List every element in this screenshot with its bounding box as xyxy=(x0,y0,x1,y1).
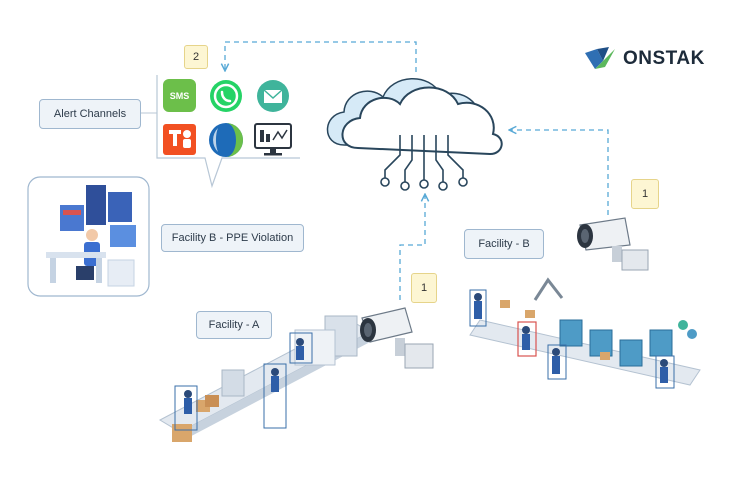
sms-icon: SMS xyxy=(163,79,196,112)
facility-a-label: Facility - A xyxy=(196,311,272,339)
alert-channels-label: Alert Channels xyxy=(39,99,141,129)
facility-a-to-cloud-line xyxy=(399,195,425,300)
cctv-camera-b xyxy=(577,217,649,271)
step-badge-alert: 2 xyxy=(184,45,208,69)
whatsapp-icon xyxy=(209,79,243,113)
violation-box xyxy=(517,321,537,357)
alert-channels-bubble xyxy=(156,75,300,189)
onstak-logo-text: ONSTAK xyxy=(623,48,705,69)
detection-box xyxy=(289,332,313,364)
teams-icon xyxy=(163,122,196,157)
onstak-logo-icon xyxy=(585,47,615,69)
step-badge-facility-a: 1 xyxy=(411,273,437,303)
webex-icon xyxy=(208,122,244,158)
facility-b-production-line xyxy=(469,277,701,389)
detection-box xyxy=(469,289,487,327)
data-flow-lines xyxy=(225,41,609,300)
facility-b-violation-label: Facility B - PPE Violation xyxy=(161,224,304,252)
step-badge-facility-b: 1 xyxy=(631,179,659,209)
email-icon xyxy=(256,79,290,113)
monitor-dashboard-icon xyxy=(253,122,293,158)
cctv-camera-a xyxy=(360,307,434,369)
detection-box xyxy=(263,363,287,429)
cloud-to-alerts-line xyxy=(225,41,417,72)
facility-b-label: Facility - B xyxy=(464,229,544,259)
detection-box xyxy=(174,385,198,431)
detection-box xyxy=(547,344,567,380)
sms-icon-text: SMS xyxy=(169,90,190,101)
onstak-logo: ONSTAK xyxy=(583,45,705,73)
cloud-icon xyxy=(326,78,503,191)
facility-a-production-line xyxy=(158,315,372,442)
operator-dashboard-illustration xyxy=(27,176,150,297)
detection-box xyxy=(655,355,675,389)
facility-b-to-cloud-line xyxy=(510,130,609,215)
